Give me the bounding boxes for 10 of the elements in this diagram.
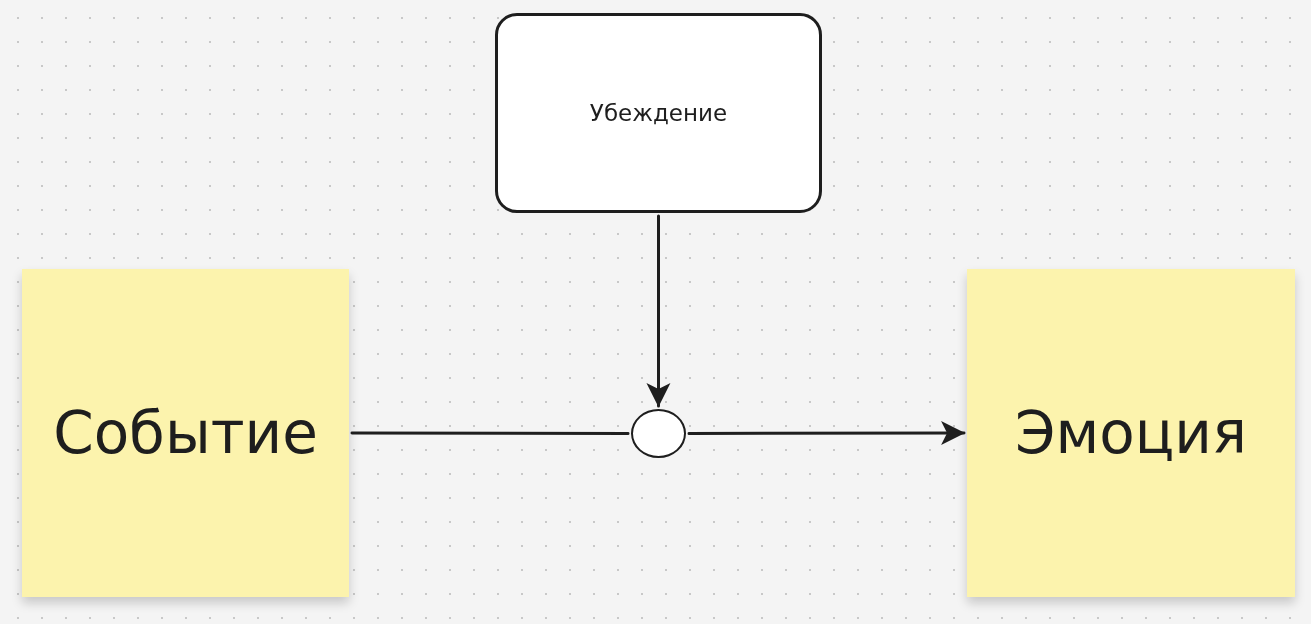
node-label: Событие bbox=[53, 399, 318, 467]
sticky-note bbox=[967, 269, 1295, 597]
node-label: Эмоция bbox=[1015, 399, 1247, 467]
connector-line bbox=[350, 431, 630, 435]
node-label: Убеждение bbox=[589, 100, 728, 126]
arrow bbox=[687, 421, 966, 446]
junction-circle bbox=[631, 409, 686, 458]
process-box bbox=[495, 13, 822, 213]
sticky-note bbox=[22, 269, 349, 597]
arrow bbox=[646, 214, 671, 408]
